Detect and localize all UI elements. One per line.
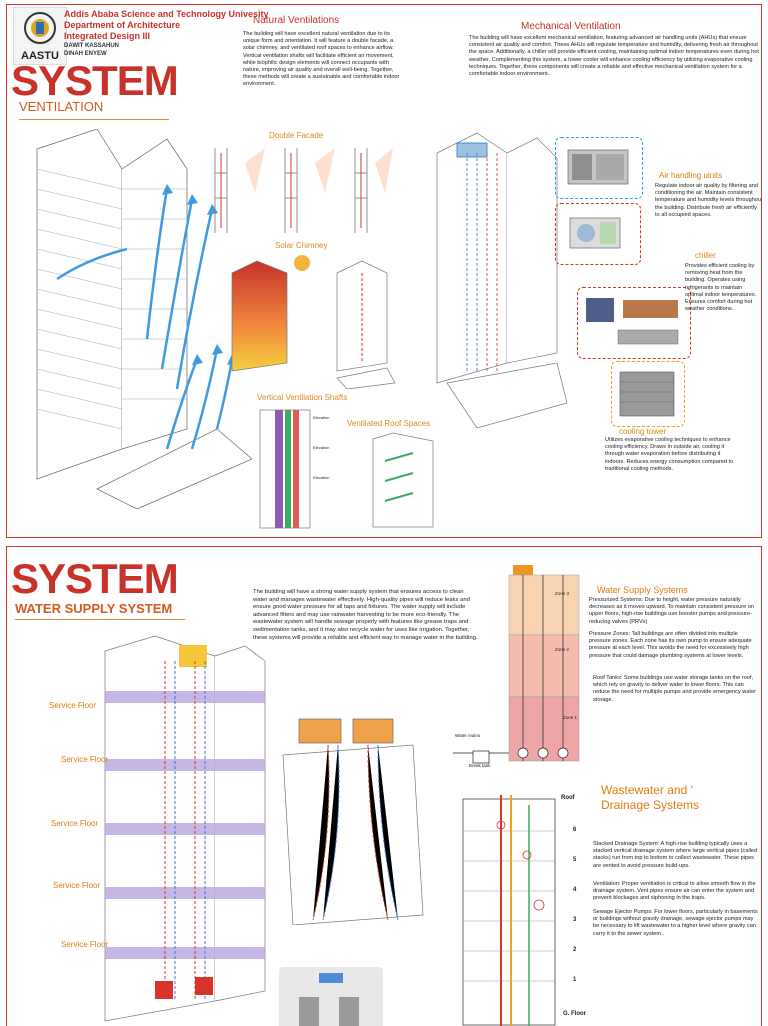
- department-name: Department of Architecture: [64, 20, 181, 30]
- pressure-zones-diagram: [453, 565, 580, 764]
- ventilation-board: AASTU Addis Ababa Science and Technology…: [6, 4, 762, 538]
- zone-label-1: Zone 1: [563, 715, 578, 720]
- vertical-shafts-label: Vertical Ventilation Shafts: [257, 393, 348, 402]
- roof-spaces-label: Ventilated Roof Spaces: [347, 419, 431, 428]
- floor-5-label: 5: [573, 857, 577, 863]
- service-floor-label-1: Service Floor: [49, 701, 97, 710]
- drainage-diagram: [462, 795, 556, 1026]
- vertical-shafts-diagram: [259, 409, 311, 529]
- ahu-detail-box: [555, 203, 641, 265]
- drainage-heading-line-1: Wastewater and ': [601, 783, 693, 797]
- water-intro-text: The building will have a strong water su…: [253, 589, 478, 641]
- ahu-heading: Air handling uinits: [659, 171, 723, 180]
- drainage-paragraph-3: Sewage Ejector Pumps: For lower floors, …: [593, 909, 758, 937]
- course-name: Integrated Design III: [64, 31, 151, 41]
- floor-4-label: 4: [573, 887, 577, 893]
- natural-ventilation-heading: Natural Ventilations: [253, 15, 340, 26]
- solar-chimney-diagram: [231, 255, 396, 389]
- ventilation-title: SYSTEM: [11, 57, 179, 104]
- cooling-tower-text: Utilizes evaporative cooling techniques …: [605, 437, 734, 472]
- service-floor-label-2: Service Floor: [61, 755, 109, 764]
- service-floor-label-4: Service Floor: [53, 881, 101, 890]
- water-subtitle: WATER SUPPLY SYSTEM: [15, 601, 173, 616]
- drainage-heading: Wastewater and ' Drainage Systems: [601, 783, 699, 813]
- supply-paragraph-1: Pressurized Systems: Due to height, wate…: [589, 597, 754, 625]
- natural-ventilation-text: The building will have excellent natural…: [243, 31, 400, 88]
- floor-3-label: 3: [573, 917, 577, 923]
- ventilation-subtitle: VENTILATION: [19, 99, 104, 114]
- double-facade-label: Double Facade: [269, 131, 324, 140]
- shaft-label-1: Elevation: [313, 415, 330, 420]
- institution-name: Addis Ababa Science and Technology Unive…: [64, 9, 269, 19]
- drainage-heading-line-2: Drainage Systems: [601, 798, 700, 812]
- chiller-text: Provides efficient cooling by removing h…: [685, 263, 757, 313]
- water-title: SYSTEM: [11, 555, 179, 602]
- mechanical-ventilation-heading: Mechanical Ventilation: [521, 21, 621, 32]
- floor-1-label: 1: [573, 977, 577, 983]
- roof-spaces-diagram: [372, 432, 434, 528]
- service-floor-label-5: Service Floor: [61, 940, 109, 949]
- chiller-heading: chiller: [695, 251, 716, 260]
- ground-floor-label: G. Floor: [563, 1011, 586, 1017]
- double-facade-diagram: [214, 148, 393, 233]
- supply-heading: Water Supply Systems: [597, 585, 688, 595]
- ahu-image-box: [555, 137, 643, 199]
- drainage-paragraph-2: Ventilation: Proper ventilation is criti…: [593, 881, 756, 902]
- cooling-tower-image-box: [611, 361, 685, 427]
- zone-label-3: Zone 3: [555, 591, 570, 596]
- ahu-text: Regulate indoor air quality by filtering…: [655, 183, 762, 218]
- supply-paragraph-3: Roof Tanks: Some buildings use water sto…: [593, 675, 756, 703]
- cooling-tower-heading: cooling tower: [619, 427, 667, 436]
- water-tower-drawing: [104, 635, 266, 1022]
- floor-2-label: 2: [573, 947, 577, 953]
- shaft-label-2: Elevation: [313, 445, 330, 450]
- mechanical-tower-drawing: [436, 132, 567, 429]
- solar-chimney-label: Solar Chimney: [275, 241, 328, 250]
- tower-airflow-drawing: [36, 129, 252, 509]
- university-logo: AASTU: [13, 7, 67, 65]
- supply-paragraph-2: Pressure Zones: Tall buildings are often…: [589, 631, 752, 659]
- roof-label: Roof: [561, 795, 575, 801]
- author-1: DAWIT KASSAHUN: [64, 43, 119, 49]
- pump-photo: [279, 967, 383, 1026]
- institution-block: Addis Ababa Science and Technology Unive…: [64, 9, 269, 58]
- water-detail-drawing: [282, 718, 424, 925]
- drainage-paragraph-1: Stacked Drainage System: A high-rise bui…: [593, 841, 758, 869]
- zone-label-2: Zone 2: [555, 647, 570, 652]
- service-floor-label-3: Service Floor: [51, 819, 99, 828]
- mechanical-ventilation-text: The building will have excellent mechani…: [469, 35, 759, 78]
- subtitle-underline: [19, 119, 169, 120]
- water-supply-board: SYSTEM WATER SUPPLY SYSTEM The building …: [6, 546, 762, 1026]
- author-2: DINAH ENYEW: [64, 51, 107, 57]
- floor-6-label: 6: [573, 827, 577, 833]
- chiller-image-box: [577, 287, 691, 359]
- water-subtitle-underline: [15, 619, 185, 620]
- logo-text: AASTU: [21, 50, 59, 62]
- break-tank-label: Break tank: [469, 763, 491, 768]
- water-mains-label: Water mains: [455, 733, 481, 738]
- shaft-label-3: Elevation: [313, 475, 330, 480]
